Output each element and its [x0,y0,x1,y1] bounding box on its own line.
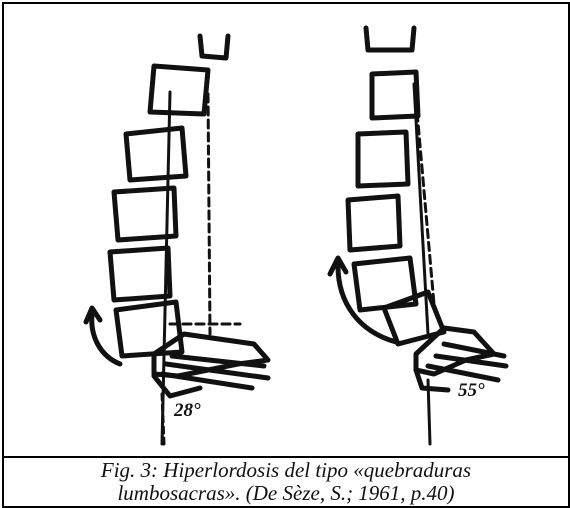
left-vertebra-1 [150,66,208,114]
right-vertebra-3 [348,196,400,250]
left-angle-annotation: 28° [173,400,201,421]
left-dashed-line [208,94,210,334]
left-vertebra-5 [116,302,182,356]
right-angle-annotation: 55° [458,380,485,401]
left-vertebra-2 [126,128,186,180]
caption-line-2: lumbosacras». (De Sèze, S.; 1961, p.40) [4,482,568,505]
right-vertebra-1 [372,72,418,118]
right-sacrum-lines [428,344,506,380]
left-spine [86,36,268,444]
right-top-bracket [366,28,414,50]
left-vertebra-4 [110,248,170,300]
figure-caption: Fig. 3: Hiperlordosis del tipo «quebradu… [4,459,568,505]
caption-line-1: Fig. 3: Hiperlordosis del tipo «quebradu… [4,459,568,482]
right-curve-arrow [338,266,396,342]
right-vertebra-2 [358,132,408,186]
spine-illustration: 28° 55° [4,4,568,456]
right-lower-line [428,380,430,444]
left-top-bracket [200,36,228,58]
